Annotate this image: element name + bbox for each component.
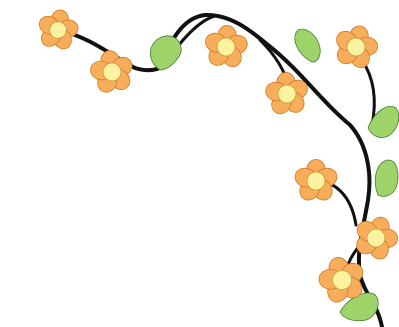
flower-center — [366, 228, 386, 248]
flower-center — [331, 269, 353, 291]
flower-center — [216, 37, 236, 57]
flowers — [38, 9, 398, 303]
leaf-4 — [374, 159, 399, 197]
leaf-2 — [294, 28, 321, 63]
flower-3 — [205, 25, 248, 68]
flower-center — [306, 171, 326, 191]
flower-6 — [294, 158, 338, 201]
flower-8 — [318, 257, 364, 303]
flower-center — [277, 84, 297, 104]
flower-5 — [336, 25, 378, 69]
vine-branch-right-top — [360, 58, 376, 127]
flower-center — [49, 21, 67, 39]
flower-4 — [265, 72, 308, 115]
leaf-1 — [150, 35, 182, 71]
flower-7 — [356, 216, 398, 260]
flower-center — [346, 37, 366, 57]
flower-1 — [38, 9, 79, 50]
leaf-3 — [367, 105, 399, 138]
leaves — [150, 28, 399, 322]
flower-2 — [90, 50, 133, 93]
flower-center — [102, 62, 122, 82]
